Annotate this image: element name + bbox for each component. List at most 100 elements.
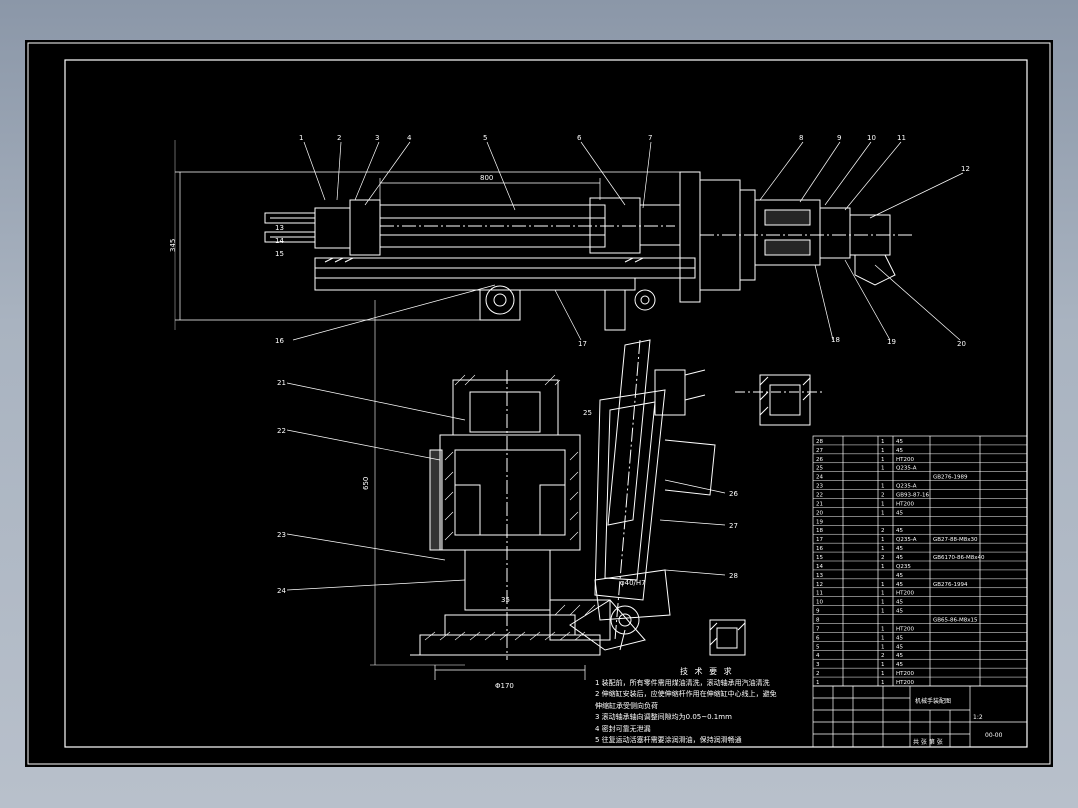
bom-cell: 11: [816, 591, 823, 597]
bom-cell: 45: [896, 573, 903, 579]
bom-cell: 26: [816, 457, 823, 463]
outer-border: [27, 42, 1051, 765]
bom-cell: 17: [816, 537, 823, 543]
callout-7: 7: [648, 134, 652, 142]
callout-10: 10: [867, 134, 876, 142]
detail-view-a: [735, 374, 825, 426]
bom-cell: HT200: [896, 501, 914, 507]
bom-cell: HT200: [896, 626, 914, 632]
column-assembly: [370, 300, 611, 680]
bom-cell: 45: [896, 653, 903, 659]
bom-cell: 1: [881, 635, 885, 641]
bom-cell: 1: [881, 564, 885, 570]
bom-cell: 1: [881, 609, 885, 615]
callout-24: 24: [277, 587, 286, 595]
bom-cell: 45: [896, 555, 903, 561]
title-block: [812, 685, 1028, 748]
bom-cell: 1: [816, 680, 820, 686]
tech-note-4: 3 滚动轴承轴向调整间隙均为0.05~0.1mm: [595, 713, 732, 721]
dimensions-top: [174, 140, 700, 330]
title-block-sheet: 共 张 第 张: [913, 738, 943, 746]
bom-cell: 22: [816, 493, 823, 499]
tech-note-5: 4 密封可靠无泄漏: [595, 724, 651, 733]
callout-25: 25: [583, 409, 592, 417]
callout-labels: 1 2 3 4 5 6 7 8 9 10 11 12 13 14 15 16 1…: [169, 134, 970, 690]
bom-cell: 45: [896, 635, 903, 641]
bom-cell: GB276-1994: [933, 582, 968, 588]
bom-cell: 18: [816, 528, 823, 534]
bom-cell: 45: [896, 528, 903, 534]
bom-cell: 45: [896, 448, 903, 454]
arm-assembly: [264, 171, 915, 331]
cad-drawing: 1 2 3 4 5 6 7 8 9 10 11 12 13 14 15 16 1…: [27, 42, 1051, 765]
bom-cell: HT200: [896, 591, 914, 597]
callout-17: 17: [578, 340, 587, 348]
bom-cell: 12: [816, 582, 823, 588]
bom-cell: HT200: [896, 680, 914, 686]
title-block-text: 机械手装配图 1:2 00-00 共 张 第 张: [913, 697, 1003, 746]
bom-cell: 1: [881, 644, 885, 650]
bom-cell: 1: [881, 680, 885, 686]
bom-cell: 2: [881, 653, 885, 659]
lift-cylinder: [569, 339, 716, 651]
bom-cell: 1: [881, 591, 885, 597]
technical-requirements-title: 技 术 要 求: [680, 667, 734, 676]
bom-cell: 16: [816, 546, 823, 552]
callout-4: 4: [407, 134, 412, 142]
callout-23: 23: [277, 531, 286, 539]
technical-requirements: 技 术 要 求 1 装配前，所有零件需用煤油清洗，滚动轴承用汽油清洗 2 伸缩缸…: [595, 666, 825, 747]
bom-cell: 6: [816, 635, 820, 641]
tech-note-2: 2 伸缩缸安装后，应使伸缩杆作用在伸缩缸中心线上，避免: [595, 690, 777, 698]
callout-18: 18: [831, 336, 840, 344]
dim-base-small: 35: [501, 596, 510, 604]
callout-5: 5: [483, 134, 487, 142]
bom-cell: 45: [896, 439, 903, 445]
leader-lines: [286, 141, 964, 591]
bom-cell: 1: [881, 457, 885, 463]
bom-cell: 10: [816, 600, 823, 606]
bom-cell: 15: [816, 555, 823, 561]
dim-base-diameter: Φ170: [495, 682, 514, 690]
dim-800: 800: [480, 174, 493, 182]
bom-cell: 45: [896, 510, 903, 516]
bom-cell: 21: [816, 501, 823, 507]
bom-cell: 25: [816, 466, 823, 472]
bom-cell: 27: [816, 448, 823, 454]
callout-27: 27: [729, 522, 738, 530]
bom-cell: 1: [881, 501, 885, 507]
bom-cell: 45: [896, 662, 903, 668]
callout-13: 13: [275, 224, 284, 232]
bom-cell: 45: [896, 600, 903, 606]
callout-16: 16: [275, 337, 284, 345]
detail-view-b: [709, 619, 746, 656]
callout-28: 28: [729, 572, 738, 580]
bom-cell: 13: [816, 573, 823, 579]
callout-1: 1: [299, 134, 303, 142]
bom-cell: 1: [881, 600, 885, 606]
bom-cell: 9: [816, 609, 820, 615]
bom-cell: Q235-A: [896, 537, 917, 543]
bom-cell: 1: [881, 626, 885, 632]
bom-cell: 2: [881, 528, 885, 534]
callout-21: 21: [277, 379, 286, 387]
bom-cell: 1: [881, 510, 885, 516]
callout-15: 15: [275, 250, 284, 258]
bom-cell: 1: [881, 582, 885, 588]
bom-cell: 19: [816, 519, 823, 525]
callout-22: 22: [277, 427, 286, 435]
callout-26: 26: [729, 490, 738, 498]
bom-cell: 8: [816, 618, 820, 624]
bom-cell: Q235-A: [896, 466, 917, 472]
callout-3: 3: [375, 134, 379, 142]
bom-cell: GB27-88-M8x30: [933, 537, 978, 543]
bom-cell: 1: [881, 546, 885, 552]
callout-20: 20: [957, 340, 966, 348]
dim-column-height: 650: [362, 477, 370, 490]
bom-cell: GB276-1989: [933, 475, 968, 481]
bom-cell: 2: [881, 493, 885, 499]
tech-note-1: 1 装配前，所有零件需用煤油清洗，滚动轴承用汽油清洗: [595, 678, 770, 687]
bom-cell: GB65-86-M8x15: [933, 618, 978, 624]
bom-cell: 1: [881, 484, 885, 490]
dim-345: 345: [169, 239, 177, 252]
bom-cell: 1: [881, 537, 885, 543]
